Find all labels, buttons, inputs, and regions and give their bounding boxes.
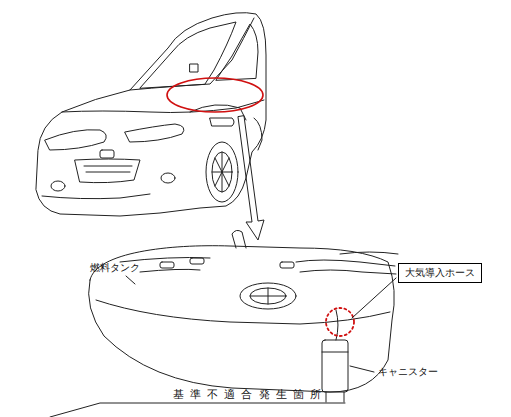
leader-line [350,366,374,372]
leader-line [126,276,135,284]
problem-hose-circle [326,308,354,336]
caption: 基準不適合発生箇所 [173,388,326,401]
leader-line [352,278,396,318]
part-name: 大気導入ホース [405,267,475,279]
fuel-tank-drawing [89,230,398,402]
part-label: キャニスター [378,366,438,378]
caption-underline [50,403,345,417]
pointer-arrow [238,116,264,240]
problem-area-ellipse [167,78,263,112]
car-drawing [36,13,266,216]
callout-box: 大気導入ホース [398,263,482,283]
part-label: 燃料タンク [90,262,140,274]
